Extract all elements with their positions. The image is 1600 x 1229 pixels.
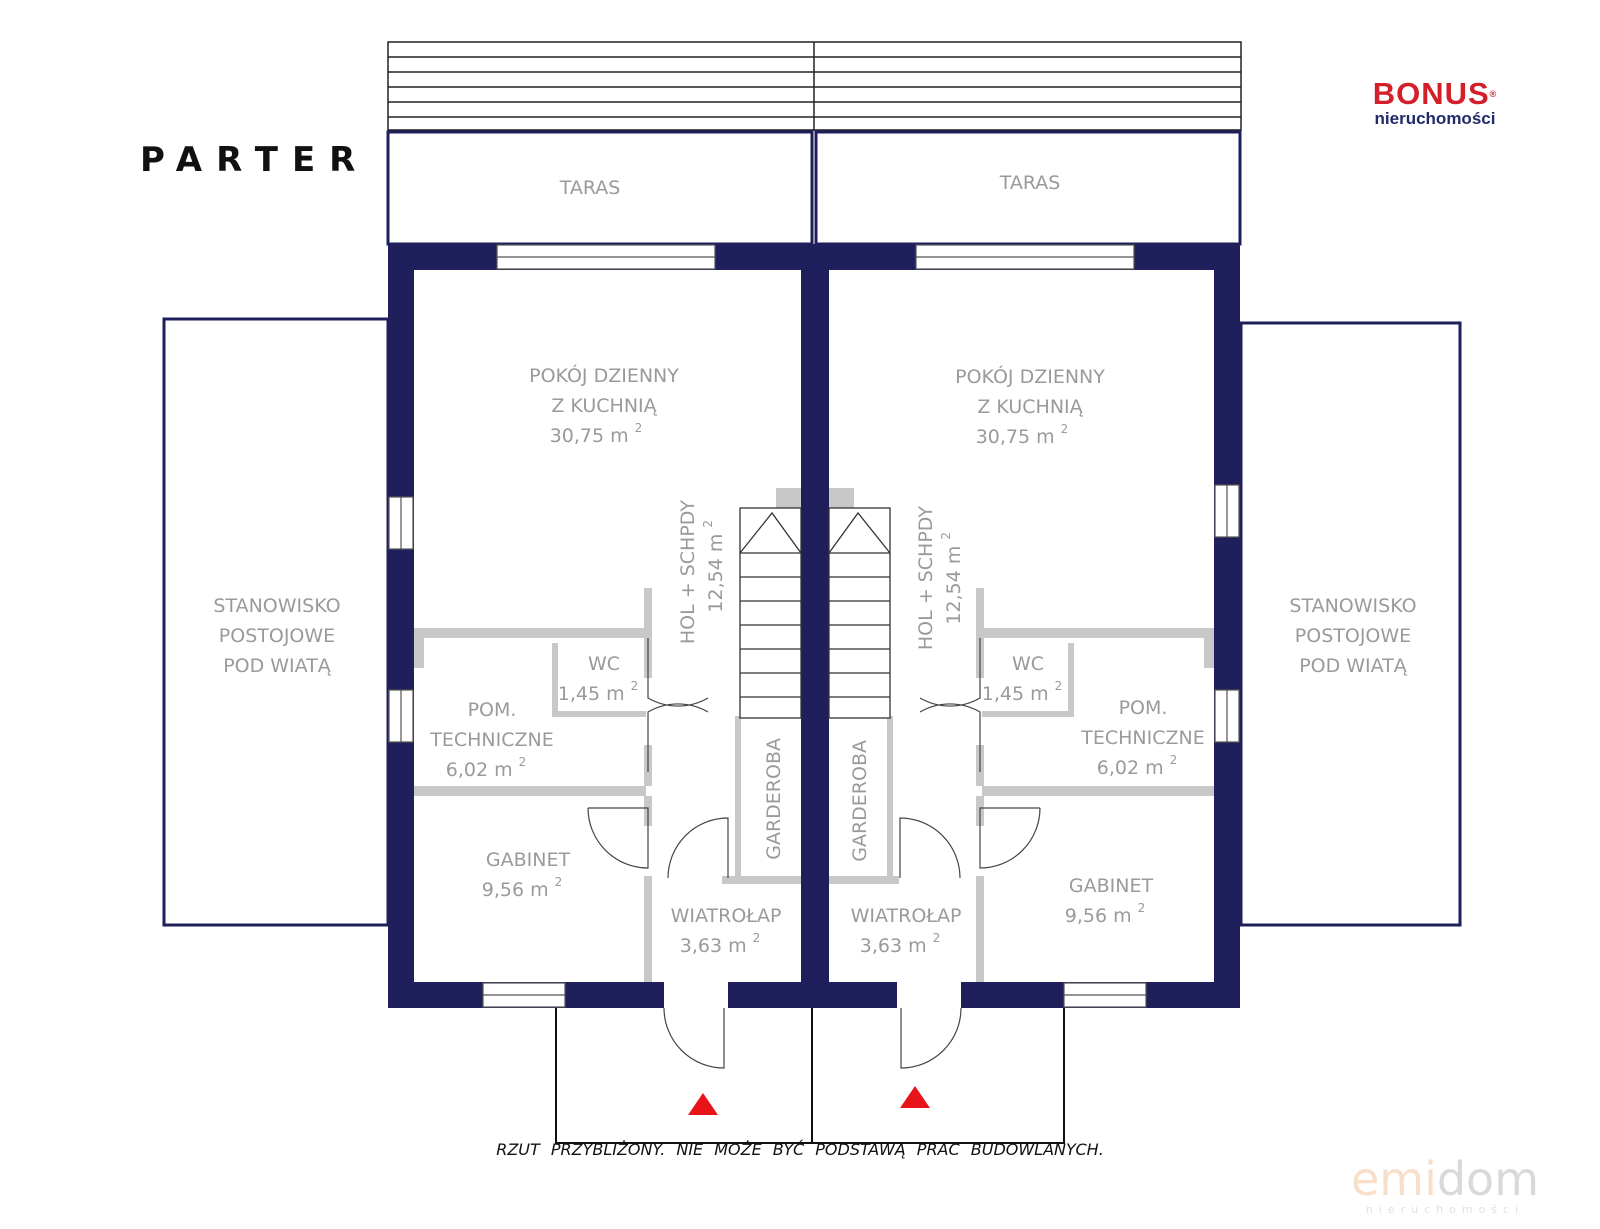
windows: [388, 244, 1240, 1008]
label-tech-line1: POM.: [468, 699, 517, 721]
label-taras-left: TARAS: [559, 177, 621, 199]
label-hol-area-right: 12,54 m2: [939, 532, 965, 625]
terraces: [386, 130, 1242, 246]
disclaimer-note: RZUT PRZYBLIŻONY. NIE MOŻE BYĆ PODSTAWĄ …: [496, 1140, 1104, 1159]
brand-registered-mark: ®: [1489, 89, 1498, 99]
label-living-line2-right: Z KUCHNIĄ: [977, 396, 1083, 418]
staircase-left: [739, 488, 802, 719]
party-wall: [801, 244, 829, 1008]
label-wc-right: WC: [1012, 653, 1044, 675]
carport-left: [162, 317, 390, 927]
porches: [555, 1008, 1065, 1144]
watermark-suffix: dom: [1436, 1152, 1540, 1206]
brand-name: BONUS: [1372, 76, 1490, 111]
door-swings: [587, 638, 1041, 1069]
bonus-logo: BONUS® nieruchomości: [1340, 78, 1530, 128]
label-carport-line1-right: STANOWISKO: [1289, 595, 1416, 617]
label-wc: WC: [588, 653, 620, 675]
label-living-line1-right: POKÓJ DZIENNY: [955, 364, 1105, 388]
label-carport-line2-right: POSTOJOWE: [1295, 625, 1411, 647]
entrance-arrow-left: [688, 1093, 718, 1115]
watermark-subtitle: nieruchomości: [1365, 1203, 1525, 1216]
pergola: [387, 41, 1242, 131]
label-tech-line2-right: TECHNICZNE: [1080, 727, 1204, 749]
label-garderoba: GARDEROBA: [763, 738, 785, 860]
label-hol-area: 12,54 m2: [701, 520, 727, 613]
label-carport-line1: STANOWISKO: [213, 595, 340, 617]
staircase-right: [828, 488, 891, 719]
watermark-prefix: emi: [1350, 1152, 1437, 1206]
label-wiatrolap-right: WIATROŁAP: [851, 905, 962, 927]
label-carport-line2: POSTOJOWE: [219, 625, 335, 647]
interior-partitions: [414, 588, 1214, 982]
emidom-watermark: emidom nieruchomości: [1340, 1155, 1550, 1216]
label-gabinet-right: GABINET: [1069, 875, 1154, 897]
entrance-arrow-right: [900, 1086, 930, 1108]
label-carport-line3: POD WIATĄ: [223, 655, 332, 677]
label-carport-line3-right: POD WIATĄ: [1299, 655, 1408, 677]
brand-subtitle: nieruchomości: [1374, 109, 1496, 128]
label-living-line2: Z KUCHNIĄ: [551, 395, 657, 417]
label-hol: HOL + SCHPDY: [677, 500, 699, 644]
label-tech-line1-right: POM.: [1119, 697, 1168, 719]
label-gabinet: GABINET: [486, 849, 571, 871]
carport-right: [1239, 321, 1462, 927]
label-living-line1: POKÓJ DZIENNY: [529, 363, 679, 387]
entrance-markers: [688, 1086, 930, 1115]
label-taras-right: TARAS: [999, 172, 1061, 194]
floor-title: PARTER: [140, 140, 370, 180]
label-hol-right: HOL + SCHPDY: [915, 506, 937, 650]
label-wiatrolap: WIATROŁAP: [671, 905, 782, 927]
label-garderoba-right: GARDEROBA: [849, 740, 871, 862]
label-tech-line2: TECHNICZNE: [429, 729, 553, 751]
